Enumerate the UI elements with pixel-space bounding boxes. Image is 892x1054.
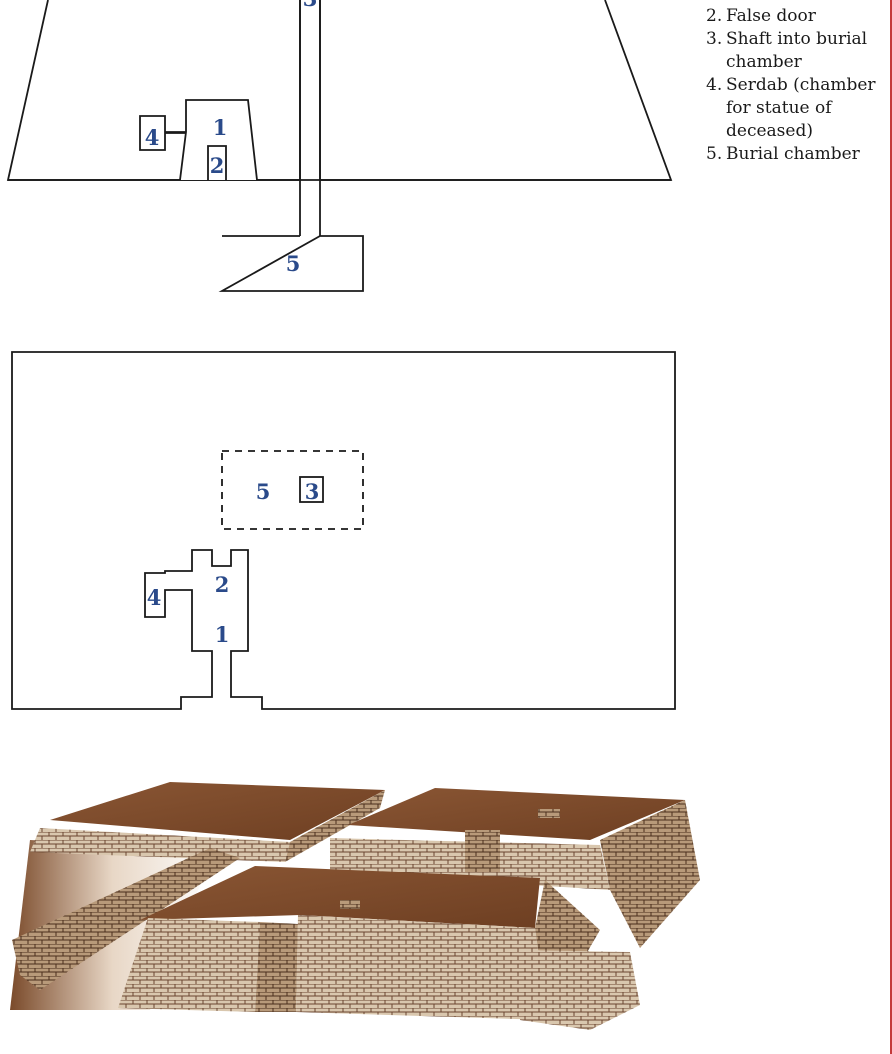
- plan-label-shaft: 3: [305, 479, 320, 504]
- plan-outline: [11, 351, 676, 710]
- legend-text: Burial chamber: [726, 144, 860, 164]
- back-right-shaft-opening: [538, 809, 560, 818]
- front-top: [140, 866, 540, 928]
- legend: 2. False door 3. Shaft into burial chamb…: [706, 5, 886, 166]
- label-serdab: 4: [145, 125, 160, 150]
- serdab-outline: [139, 115, 186, 151]
- mastaba-section-outline: [6, 0, 673, 181]
- false-door-outline: [207, 145, 227, 180]
- label-chapel: 1: [213, 115, 228, 140]
- legend-text: Shaft into burial chamber: [726, 29, 868, 72]
- back-right-top: [348, 788, 685, 840]
- burial-chamber-outline: [218, 235, 364, 292]
- label-shaft: 3: [303, 0, 318, 11]
- mastaba-illustration: [10, 782, 700, 1030]
- legend-text: Serdab (chamber for statue of deceased): [726, 75, 876, 141]
- legend-item: 2. False door: [706, 5, 886, 28]
- shaft-square: [299, 476, 324, 503]
- front-left-face: [118, 918, 260, 1012]
- plan-view: 5 3 2 4 1: [11, 351, 676, 710]
- legend-number: 2.: [706, 6, 723, 26]
- legend-item: 5. Burial chamber: [706, 143, 886, 166]
- burial-chamber-dashed: [221, 450, 364, 530]
- plan-label-false-door: 2: [215, 572, 230, 597]
- back-right-door: [465, 830, 500, 872]
- left-wall-strip: [12, 848, 240, 990]
- front-doorway: [255, 922, 298, 1012]
- chapel-outline: [179, 99, 258, 181]
- shaft-walls: [299, 0, 321, 236]
- plan-label-burial-chamber: 5: [256, 479, 271, 504]
- label-false-door: 2: [210, 153, 225, 178]
- legend-item: 3. Shaft into burial chamber: [706, 28, 886, 74]
- plan-label-chapel: 1: [215, 622, 230, 647]
- front-shaft-opening: [340, 900, 360, 909]
- legend-item: 4. Serdab (chamber for statue of decease…: [706, 74, 886, 143]
- legend-number: 3.: [706, 29, 723, 49]
- label-burial-chamber: 5: [286, 251, 301, 276]
- back-left-side: [285, 790, 385, 862]
- plan-label-serdab: 4: [147, 585, 162, 610]
- front-right-face: [296, 915, 548, 1020]
- legend-number: 5.: [706, 144, 723, 164]
- back-left-top: [50, 782, 385, 840]
- page-edge-line: [890, 0, 892, 1054]
- right-block: [520, 950, 640, 1030]
- back-right-side: [600, 800, 700, 948]
- section-view: 1 2 4 3 5: [6, 0, 673, 292]
- legend-text: False door: [726, 6, 816, 26]
- legend-number: 4.: [706, 75, 723, 95]
